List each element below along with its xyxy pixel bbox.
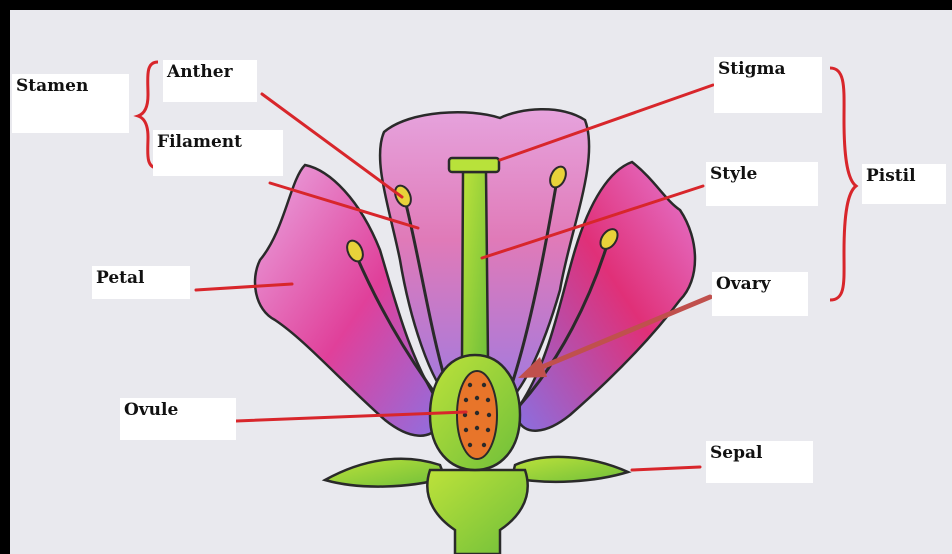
- pistil-brace: [830, 68, 856, 300]
- style: [462, 172, 488, 360]
- stigma: [449, 158, 499, 172]
- sepal-label: Sepal: [706, 441, 813, 483]
- petal-label: Petal: [92, 266, 190, 299]
- diagram-canvas: Stamen Anther Filament Petal Ovule Stigm…: [10, 10, 952, 554]
- ovule-label: Ovule: [120, 398, 236, 440]
- ovary-label: Ovary: [712, 272, 808, 316]
- filament-label: Filament: [153, 130, 283, 176]
- stamen-label: Stamen: [12, 74, 129, 133]
- right-sepal: [512, 457, 628, 482]
- receptacle: [427, 470, 527, 554]
- style-label: Style: [706, 162, 818, 206]
- stigma-label: Stigma: [714, 57, 822, 113]
- pistil-label: Pistil: [862, 164, 946, 204]
- anther-label: Anther: [163, 60, 257, 102]
- sepal-leader: [632, 467, 700, 470]
